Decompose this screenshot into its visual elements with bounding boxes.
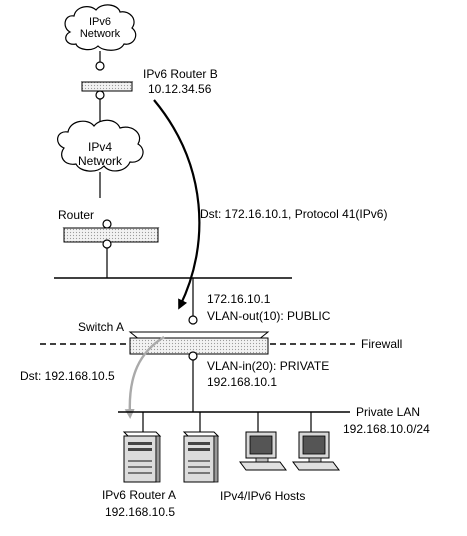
ipv4-network-cloud: IPv4 Network bbox=[57, 119, 144, 172]
switcha-top-port bbox=[188, 315, 198, 325]
ipv6-router-b-name: IPv6 Router B bbox=[143, 67, 218, 81]
router-name: Router bbox=[58, 208, 94, 222]
ipv4-network-label-line2: Network bbox=[78, 154, 123, 168]
switcha-name: Switch A bbox=[78, 320, 124, 334]
ipv6-router-a-name: IPv6 Router A bbox=[102, 488, 176, 502]
switch-a-icon bbox=[128, 331, 270, 355]
ipv6-router-a-address: 192.168.10.5 bbox=[105, 505, 175, 519]
ipv6-network-label-line1: IPv6 bbox=[89, 16, 111, 28]
private-lan-name: Private LAN bbox=[356, 405, 420, 419]
routerb-top-port bbox=[95, 61, 105, 71]
firewall-label: Firewall bbox=[361, 337, 402, 351]
private-lan-subnet: 192.168.10.0/24 bbox=[343, 422, 430, 436]
hosts-label: IPv4/IPv6 Hosts bbox=[220, 489, 305, 503]
forward-destination-label: Dst: 192.168.10.5 bbox=[20, 369, 115, 383]
ipv6-router-b-address: 10.12.34.56 bbox=[148, 82, 212, 96]
router-bottom-port bbox=[102, 239, 112, 249]
host-workstation-icon bbox=[239, 431, 287, 471]
switcha-in-address: 192.168.10.1 bbox=[207, 375, 277, 389]
switcha-bottom-port bbox=[188, 351, 198, 361]
router-icon bbox=[62, 227, 160, 243]
switcha-in-vlan: VLAN-in(20): PRIVATE bbox=[207, 359, 329, 373]
forward-arrow bbox=[124, 335, 165, 419]
host-workstation-icon bbox=[292, 431, 340, 471]
ipv4-network-label-line1: IPv4 bbox=[88, 140, 112, 154]
host-tower-icon bbox=[182, 431, 220, 483]
routerb-bottom-port bbox=[95, 90, 105, 100]
ipv6-router-b-icon bbox=[80, 81, 134, 92]
router-top-port bbox=[102, 219, 112, 229]
ipv6-network-cloud: IPv6 Network bbox=[64, 4, 137, 51]
ipv6-network-label-line2: Network bbox=[80, 28, 121, 40]
tunnel-destination-label: Dst: 172.16.10.1, Protocol 41(IPv6) bbox=[200, 207, 387, 221]
ipv6-router-a-icon bbox=[122, 431, 162, 483]
tunnel-arrow bbox=[153, 99, 201, 310]
switcha-out-vlan: VLAN-out(10): PUBLIC bbox=[207, 309, 331, 323]
switcha-out-address: 172.16.10.1 bbox=[207, 292, 271, 306]
